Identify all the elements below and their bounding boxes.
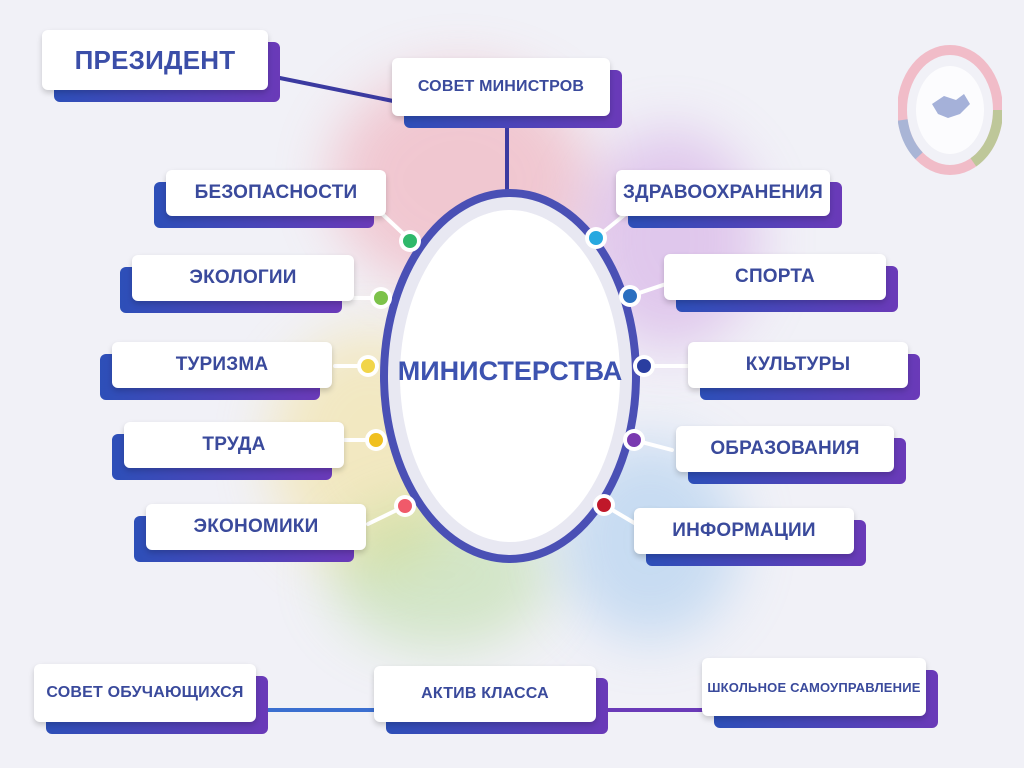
ministry-label: ТУРИЗМА [112, 342, 332, 388]
ministries-ring [380, 189, 640, 563]
line-president-council [269, 74, 399, 104]
center-label: МИНИСТЕРСТВА [397, 356, 623, 386]
ministry-card-right-3[interactable]: ОБРАЗОВАНИЯ [676, 426, 906, 484]
ministry-dot-left-4 [398, 499, 412, 513]
ministry-card-right-0[interactable]: ЗДРАВООХРАНЕНИЯ [616, 170, 842, 228]
ministry-card-left-3[interactable]: ТРУДА [112, 422, 344, 480]
president-label: ПРЕЗИДЕНТ [42, 30, 268, 90]
ministry-dot-right-3 [627, 433, 641, 447]
ministry-card-left-0[interactable]: БЕЗОПАСНОСТИ [154, 170, 386, 228]
ministry-label: КУЛЬТУРЫ [688, 342, 908, 388]
ministry-label: ЭКОНОМИКИ [146, 504, 366, 550]
school-logo-icon [898, 45, 1002, 175]
ministry-dot-right-1 [623, 289, 637, 303]
ministry-label: ИНФОРМАЦИИ [634, 508, 854, 554]
ministry-label: ЗДРАВООХРАНЕНИЯ [616, 170, 830, 216]
ministry-dot-left-1 [374, 291, 388, 305]
ministry-card-right-4[interactable]: ИНФОРМАЦИИ [634, 508, 866, 566]
ministry-label: ОБРАЗОВАНИЯ [676, 426, 894, 472]
student-council-card[interactable]: СОВЕТ ОБУЧАЮЩИХСЯ [34, 664, 268, 734]
ministry-label: ТРУДА [124, 422, 344, 468]
council-label: СОВЕТ МИНИСТРОВ [392, 58, 610, 116]
student-council-label: СОВЕТ ОБУЧАЮЩИХСЯ [34, 664, 256, 722]
class-active-label: АКТИВ КЛАССА [374, 666, 596, 722]
ministry-card-right-2[interactable]: КУЛЬТУРЫ [688, 342, 920, 400]
ministry-card-left-4[interactable]: ЭКОНОМИКИ [134, 504, 366, 562]
council-card[interactable]: СОВЕТ МИНИСТРОВ [392, 58, 622, 128]
ministry-card-left-2[interactable]: ТУРИЗМА [100, 342, 332, 400]
class-active-card[interactable]: АКТИВ КЛАССА [374, 666, 608, 734]
ministry-card-left-1[interactable]: ЭКОЛОГИИ [120, 255, 354, 313]
ministry-dot-left-3 [369, 433, 383, 447]
ministry-dot-left-2 [361, 359, 375, 373]
ministry-dot-left-0 [403, 234, 417, 248]
president-card[interactable]: ПРЕЗИДЕНТ [42, 30, 280, 102]
ministry-card-right-1[interactable]: СПОРТА [664, 254, 898, 312]
ministry-dot-right-2 [637, 359, 651, 373]
ministry-dot-right-0 [589, 231, 603, 245]
school-self-government-label: ШКОЛЬНОЕ САМОУПРАВЛЕНИЕ [702, 658, 926, 716]
ministry-label: БЕЗОПАСНОСТИ [166, 170, 386, 216]
ministry-label: СПОРТА [664, 254, 886, 300]
ministry-label: ЭКОЛОГИИ [132, 255, 354, 301]
school-self-government-card[interactable]: ШКОЛЬНОЕ САМОУПРАВЛЕНИЕ [702, 658, 938, 728]
ministry-dot-right-4 [597, 498, 611, 512]
